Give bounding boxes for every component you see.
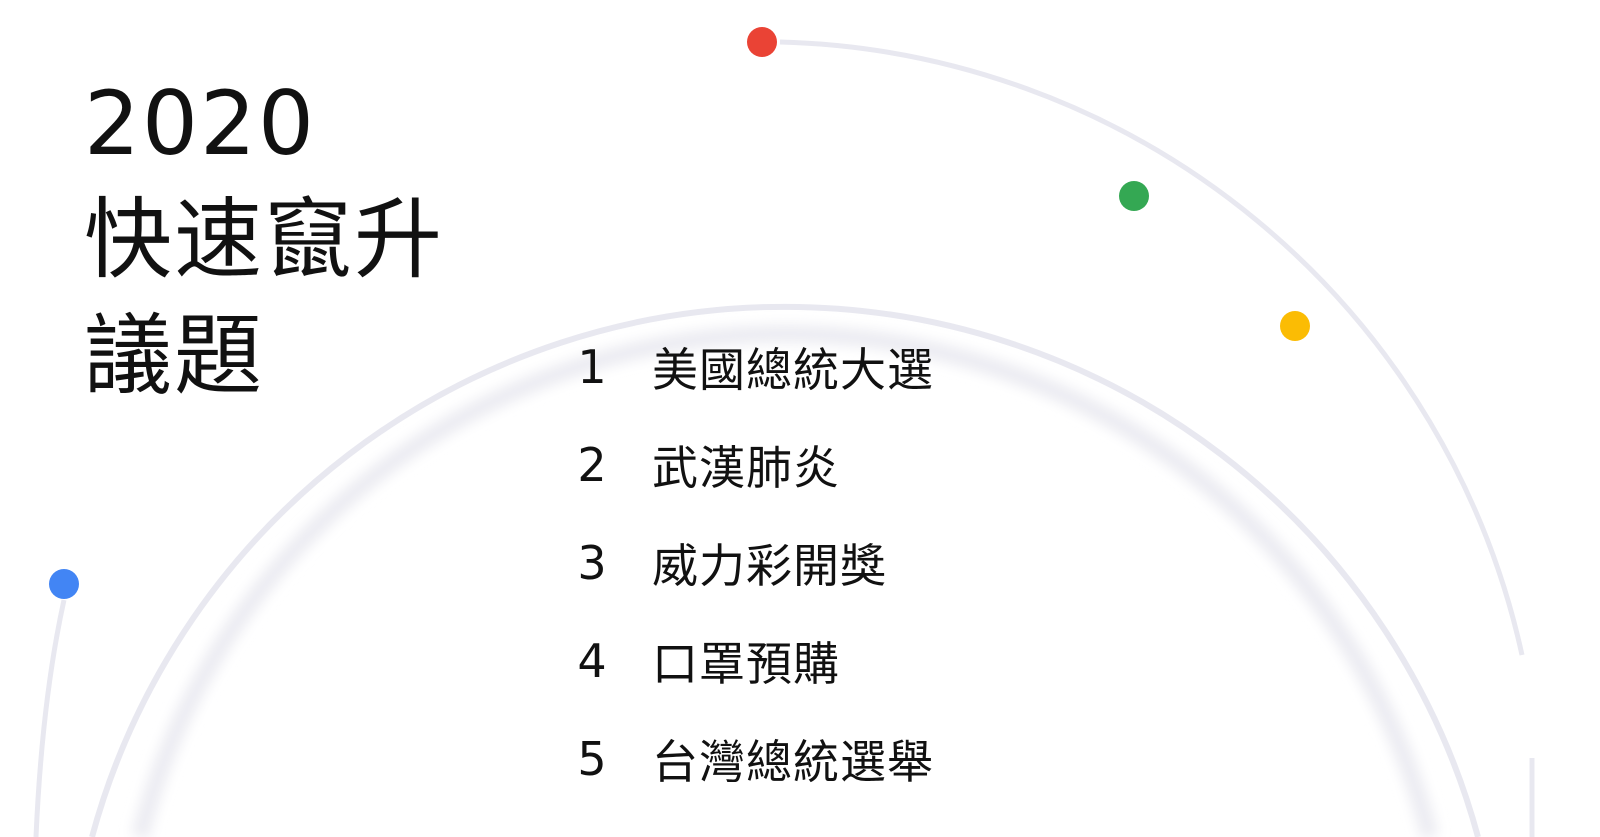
red-dot: [747, 27, 777, 57]
outer-arc-left: [33, 599, 67, 837]
green-dot: [1119, 181, 1149, 211]
list-item: 1 美國總統大選: [532, 318, 934, 416]
item-rank: 4: [577, 634, 607, 688]
title-year: 2020: [84, 72, 316, 175]
page-title: 2020 快速竄升 議題: [84, 66, 444, 414]
blue-dot: [49, 569, 79, 599]
inner-glow-arc: [131, 324, 1439, 837]
title-line2: 議題: [84, 304, 265, 407]
list-item: 4 口罩預購: [532, 612, 934, 710]
item-label: 台灣總統選舉: [652, 735, 934, 789]
list-item: 3 威力彩開獎: [532, 514, 934, 612]
item-label: 威力彩開獎: [652, 539, 887, 593]
item-label: 武漢肺炎: [652, 441, 840, 495]
item-label: 美國總統大選: [652, 343, 934, 397]
item-rank: 2: [577, 438, 607, 492]
item-rank: 1: [577, 340, 607, 394]
list-item: 5 台灣總統選舉: [532, 710, 934, 808]
yellow-dot: [1280, 311, 1310, 341]
outer-arc-right: [779, 39, 1525, 656]
item-rank: 3: [577, 536, 607, 590]
trending-list: 1 美國總統大選 2 武漢肺炎 3 威力彩開獎 4 口罩預購 5 台灣總統選舉: [532, 318, 934, 808]
list-item: 2 武漢肺炎: [532, 416, 934, 514]
item-rank: 5: [577, 732, 607, 786]
title-line1: 快速竄升: [84, 188, 445, 291]
item-label: 口罩預購: [652, 637, 840, 691]
middle-arc: [89, 303, 1481, 837]
